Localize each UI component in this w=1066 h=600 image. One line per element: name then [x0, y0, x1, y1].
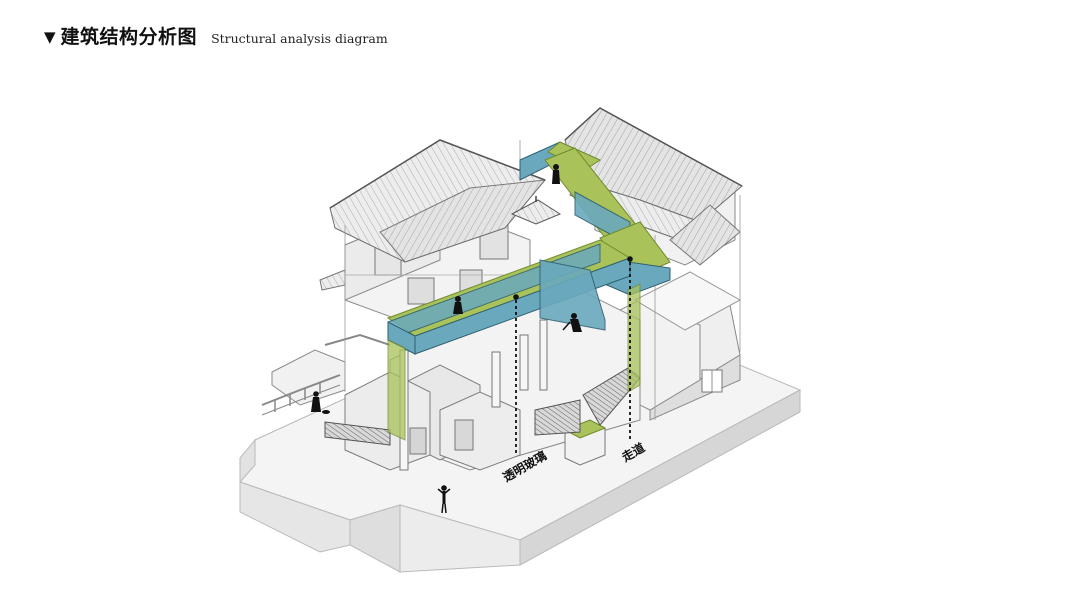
figure-corridor — [453, 296, 463, 314]
glass-corridor — [386, 141, 671, 441]
people-figures — [311, 164, 582, 514]
triangle-down-icon: ▼ — [44, 28, 56, 46]
figure-courtyard — [562, 313, 582, 332]
dog-figure — [322, 410, 330, 414]
figure-left-terrace — [311, 391, 321, 412]
diagram-header: ▼ 建筑结构分析图 Structural analysis diagram — [44, 22, 388, 49]
stairs — [324, 367, 641, 446]
diagram-subtitle: Structural analysis diagram — [211, 31, 388, 46]
left-terrace — [261, 333, 391, 416]
figure-ground — [437, 485, 451, 514]
figure-upper-walker — [552, 164, 560, 184]
diagram-title: 建筑结构分析图 — [60, 26, 198, 48]
